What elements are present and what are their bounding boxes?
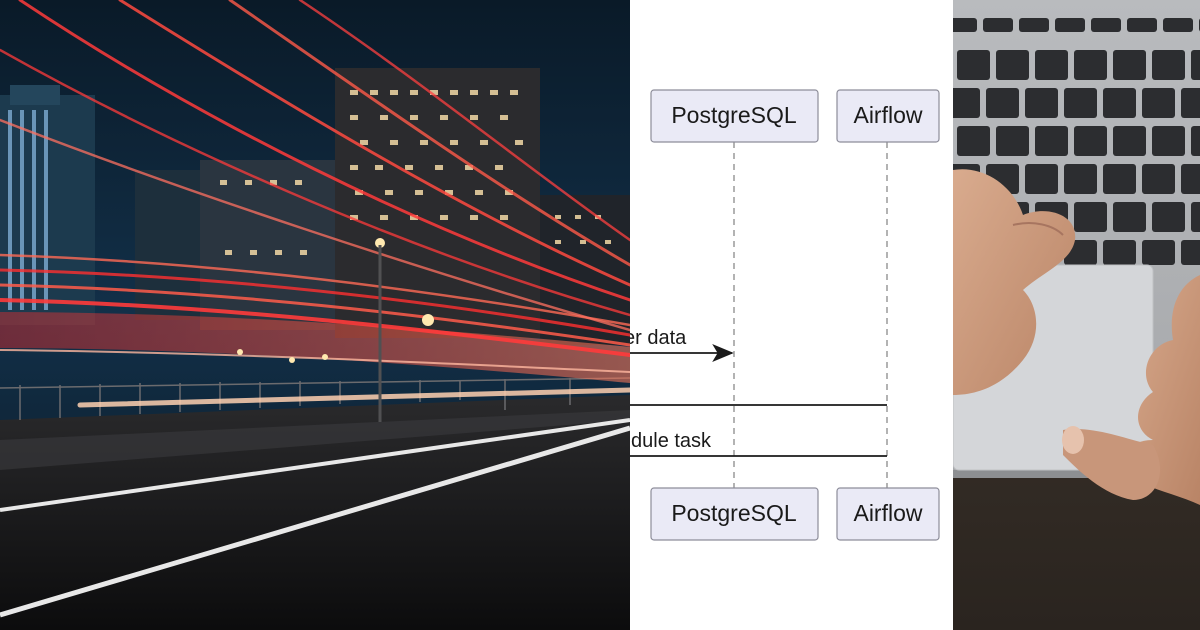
keyboard-key [1025, 164, 1058, 194]
keyboard-key [996, 126, 1029, 156]
keyboard-key [957, 126, 990, 156]
keyboard-key [1091, 18, 1121, 32]
actor-postgresql-bottom: PostgreSQL [650, 487, 819, 541]
right-hand-finger [1063, 428, 1161, 500]
keyboard-key [1191, 126, 1200, 156]
keyboard-key [1127, 18, 1157, 32]
keyboard-key [1055, 18, 1085, 32]
keyboard-key [1103, 240, 1136, 265]
keyboard-key [983, 18, 1013, 32]
sequence-diagram: PostgreSQL Airflow er data dule task Pos… [630, 0, 953, 630]
keyboard-key [1113, 50, 1146, 80]
actor-label: Airflow [853, 102, 922, 128]
keyboard-key [1152, 50, 1185, 80]
actor-postgresql-top: PostgreSQL [650, 89, 819, 143]
laptop-hands-photo [953, 0, 1200, 630]
keyboard-key [1142, 164, 1175, 194]
keyboard-key [1113, 202, 1146, 232]
keyboard-key [1142, 88, 1175, 118]
message-label: er data [630, 327, 687, 349]
actor-label: PostgreSQL [671, 500, 796, 526]
keyboard-key [1191, 202, 1200, 232]
keyboard-key [1181, 164, 1200, 194]
keyboard-key [1152, 126, 1185, 156]
message-label: dule task [631, 430, 712, 452]
keyboard-key [1019, 18, 1049, 32]
keyboard-key [1113, 126, 1146, 156]
keyboard-key [1074, 202, 1107, 232]
keyboard-key [1103, 164, 1136, 194]
actor-airflow-top: Airflow [836, 89, 940, 143]
light-trails [0, 0, 630, 408]
actor-airflow-bottom: Airflow [836, 487, 940, 541]
actor-label: PostgreSQL [671, 102, 796, 128]
sequence-diagram-canvas: PostgreSQL Airflow er data dule task Pos… [630, 89, 940, 541]
keyboard-key [1181, 240, 1200, 265]
keyboard-key [957, 50, 990, 80]
keyboard-key [1025, 88, 1058, 118]
laptop-photo-illustration [953, 0, 1200, 630]
keyboard-key [953, 88, 980, 118]
keyboard-key [996, 50, 1029, 80]
keyboard-key [1064, 88, 1097, 118]
keyboard-key [1152, 202, 1185, 232]
keyboard-key [1064, 164, 1097, 194]
keyboard-key [1074, 126, 1107, 156]
keyboard-key [1035, 50, 1068, 80]
city-photo-illustration [0, 0, 630, 630]
keyboard-key [953, 18, 977, 32]
keyboard-key [1181, 88, 1200, 118]
keyboard-key [1074, 50, 1107, 80]
keyboard-key [1191, 50, 1200, 80]
lane-marking [0, 418, 630, 512]
keyboard-key [986, 88, 1019, 118]
keyboard-key [1163, 18, 1193, 32]
actor-label: Airflow [853, 500, 922, 526]
lane-marking [0, 425, 630, 618]
city-light-trails-photo [0, 0, 630, 630]
keyboard-key [1035, 126, 1068, 156]
keyboard-key [1103, 88, 1136, 118]
keyboard-key [1142, 240, 1175, 265]
